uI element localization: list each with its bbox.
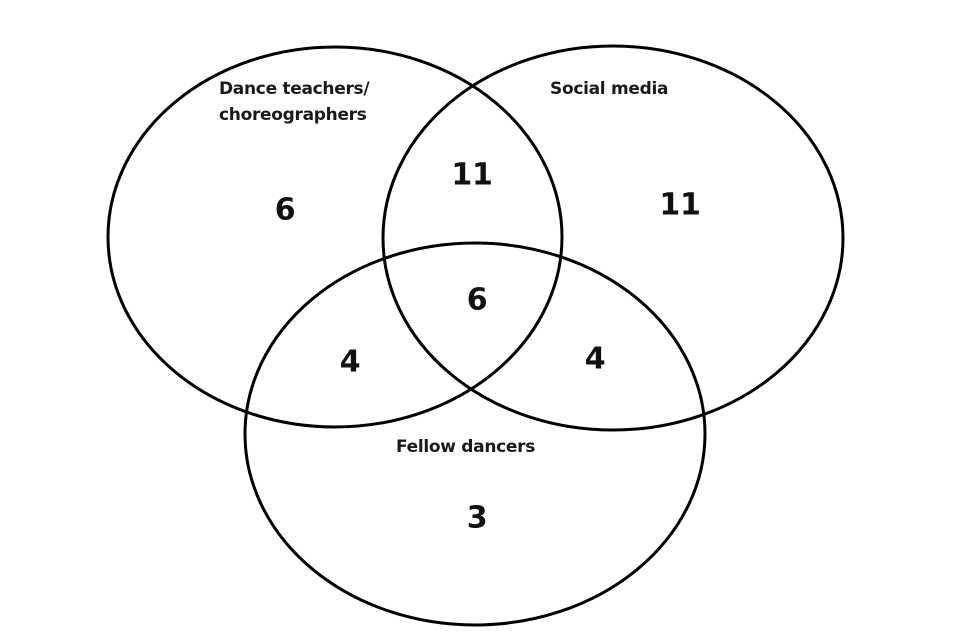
circle-social-media: [381, 44, 845, 432]
circle-fellow-dancers: [243, 241, 707, 627]
count-dance-teachers-only: 6: [274, 192, 296, 228]
set-label-fellow-dancers: Fellow dancers: [396, 437, 536, 457]
set-label-dance-teachers-line2: choreographers: [219, 105, 367, 125]
set-label-social-media: Social media: [550, 79, 669, 99]
count-teachers-and-social: 11: [451, 157, 493, 193]
circle-dance-teachers: [106, 45, 564, 429]
count-all-three: 6: [466, 282, 488, 318]
set-label-dance-teachers-line1: Dance teachers/: [219, 79, 370, 99]
count-social-media-only: 11: [659, 187, 701, 223]
count-fellow-dancers-only: 3: [466, 500, 488, 536]
count-social-and-fellow: 4: [584, 341, 606, 377]
set-label-dance-teachers: Dance teachers/ choreographers: [219, 76, 370, 128]
count-teachers-and-fellow: 4: [339, 344, 361, 380]
